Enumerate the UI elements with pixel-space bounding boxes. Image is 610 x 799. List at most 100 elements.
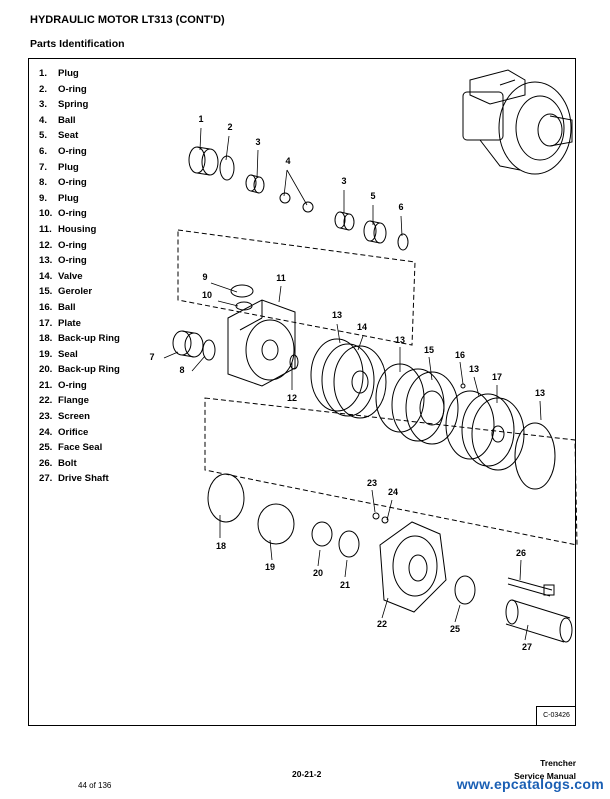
part-name: Ball	[58, 301, 76, 313]
part-item: 8.O-ring	[39, 175, 120, 191]
part-name: O-ring	[58, 379, 87, 391]
part-18-backup-ring	[207, 473, 245, 523]
part-name: Back-up Ring	[58, 364, 120, 376]
part-item: 1.Plug	[39, 66, 120, 82]
part-item: 7.Plug	[39, 160, 120, 176]
callout-label: 15	[424, 345, 434, 355]
part-number: 1.	[39, 68, 48, 79]
part-4-ball-b	[302, 201, 314, 213]
part-20-backup-ring	[311, 521, 333, 547]
part-name: O-ring	[58, 208, 87, 220]
part-number: 24.	[39, 426, 53, 438]
part-13-oring-d	[514, 422, 556, 490]
part-name: Drive Shaft	[58, 473, 109, 485]
part-item: 15.Geroler	[39, 284, 120, 300]
part-item: 25.Face Seal	[39, 440, 120, 456]
part-number: 14.	[39, 270, 53, 282]
part-21-oring	[338, 530, 360, 558]
part-27-drive-shaft	[505, 599, 573, 643]
part-number: 12.	[39, 239, 53, 251]
part-name: Bolt	[58, 457, 77, 469]
part-number: 10.	[39, 208, 53, 220]
callout-label: 19	[265, 562, 275, 572]
part-number: 26.	[39, 457, 53, 469]
callout-label: 22	[377, 619, 387, 629]
part-number: 27.	[39, 473, 53, 485]
part-25-face-seal	[454, 575, 476, 605]
part-number: 16.	[39, 301, 53, 313]
leader-lines	[163, 127, 542, 641]
part-number: 11.	[39, 223, 52, 235]
part-item: 11.Housing	[39, 222, 120, 238]
part-number: 18.	[39, 333, 53, 345]
callout-label: 27	[522, 642, 532, 652]
dashed-outline-lower	[204, 397, 578, 546]
part-item: 14. Valve	[39, 269, 120, 285]
part-item: 2.O-ring	[39, 82, 120, 98]
callout-label: 4	[285, 156, 290, 166]
part-item: 12. O-ring	[39, 238, 120, 254]
callout-label: 13	[395, 335, 405, 345]
part-name: Flange	[58, 395, 89, 407]
page-counter: 44 of 136	[78, 781, 112, 790]
part-number: 4.	[39, 114, 48, 126]
section-subtitle: Parts Identification	[30, 38, 125, 50]
callout-label: 26	[516, 548, 526, 558]
part-name: Plate	[58, 317, 81, 329]
callout-label: 13	[535, 388, 545, 398]
part-item: 9.Plug	[39, 191, 120, 207]
part-name: O-ring	[58, 239, 87, 251]
part-22-flange	[379, 521, 447, 613]
part-11-housing	[227, 299, 296, 387]
part-item: 10. O-ring	[39, 206, 120, 222]
callout-label: 23	[367, 478, 377, 488]
diagram-frame	[28, 58, 576, 726]
callout-label: 11	[276, 273, 286, 283]
callout-label: 20	[313, 568, 323, 578]
part-24-orifice	[381, 516, 389, 524]
part-5-seat	[363, 220, 387, 244]
callout-label: 18	[216, 541, 226, 551]
part-4-ball-a	[279, 192, 291, 204]
part-name: O-ring	[58, 255, 87, 267]
part-name: Geroler	[58, 286, 93, 298]
callout-label: 1	[198, 114, 203, 124]
callout-label: 17	[492, 372, 502, 382]
part-name: O-ring	[58, 145, 87, 157]
part-name: Face Seal	[58, 442, 103, 454]
part-name: Plug	[58, 192, 79, 204]
part-item: 26. Bolt	[39, 456, 120, 472]
part-7-plug	[172, 330, 204, 358]
callout-label: 7	[149, 352, 154, 362]
part-item: 22.Flange	[39, 393, 120, 409]
callout-label: 3	[341, 176, 346, 186]
part-item: 17.Plate	[39, 316, 120, 332]
part-number: 19.	[39, 348, 53, 360]
part-name: Back-up Ring	[58, 333, 120, 345]
watermark: www.epcatalogs.com	[456, 776, 604, 792]
callout-label: 16	[455, 350, 465, 360]
part-name: Valve	[58, 270, 83, 282]
callout-label: 21	[340, 580, 350, 590]
part-name: Seal	[58, 348, 78, 360]
callout-label: 24	[388, 487, 398, 497]
part-name: Seat	[58, 130, 79, 142]
part-14-valve	[321, 343, 387, 419]
assembled-motor-illustration	[462, 69, 573, 175]
part-item: 19. Seal	[39, 347, 120, 363]
part-number: 20.	[39, 364, 53, 376]
part-number: 2.	[39, 83, 48, 95]
part-number: 13.	[39, 255, 53, 267]
part-3-spring-lower	[334, 211, 355, 231]
part-13-oring-a	[310, 338, 364, 412]
part-8-oring	[202, 339, 216, 361]
part-6-oring	[397, 233, 409, 251]
callout-label: 25	[450, 624, 460, 634]
part-2-oring	[219, 155, 235, 181]
part-item: 16. Ball	[39, 300, 120, 316]
part-number: 5.	[39, 130, 48, 142]
part-item: 3.Spring	[39, 97, 120, 113]
part-number: 7.	[39, 161, 48, 173]
part-number: 21.	[39, 379, 53, 391]
